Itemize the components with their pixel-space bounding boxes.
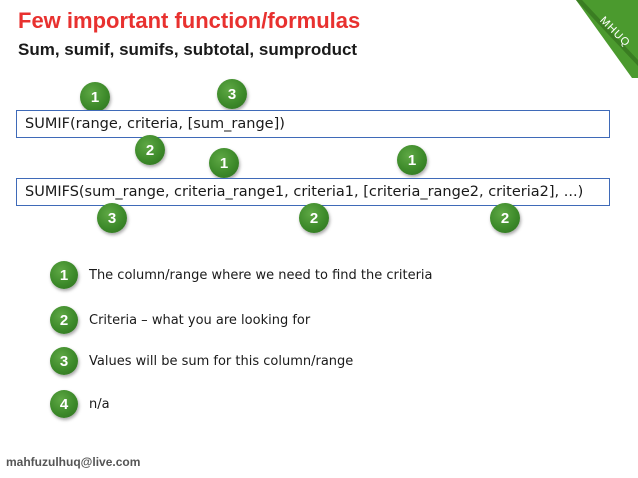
legend-badge: 4 — [50, 390, 78, 418]
sumif-formula-box: SUMIF(range, criteria, [sum_range]) — [16, 110, 610, 138]
page-title: Few important function/formulas — [18, 8, 361, 33]
sumifs-formula-text: SUMIFS(sum_range, criteria_range1, crite… — [25, 184, 584, 200]
legend-text: The column/range where we need to find t… — [89, 267, 433, 283]
legend-item: 3 Values will be sum for this column/ran… — [50, 347, 353, 375]
legend-item: 1 The column/range where we need to find… — [50, 261, 433, 289]
sumif-badge-sum-range: 3 — [217, 79, 247, 109]
legend-text: n/a — [89, 396, 110, 412]
footer-email: mahfuzulhuq@live.com — [6, 455, 141, 469]
legend-badge: 3 — [50, 347, 78, 375]
sumifs-formula-box: SUMIFS(sum_range, criteria_range1, crite… — [16, 178, 610, 206]
sumifs-badge-criteria-range2: 1 — [397, 145, 427, 175]
sumif-formula-text: SUMIF(range, criteria, [sum_range]) — [25, 116, 285, 132]
page-subtitle: Sum, sumif, sumifs, subtotal, sumproduct — [18, 40, 358, 59]
legend-item: 2 Criteria – what you are looking for — [50, 306, 310, 334]
sumif-badge-criteria: 2 — [135, 135, 165, 165]
legend-badge: 1 — [50, 261, 78, 289]
legend-text: Values will be sum for this column/range — [89, 353, 354, 369]
corner-ribbon: MHUQ — [568, 0, 638, 78]
sumifs-badge-criteria1: 2 — [299, 203, 329, 233]
sumif-badge-range: 1 — [80, 82, 110, 112]
legend-text: Criteria – what you are looking for — [89, 312, 311, 328]
corner-ribbon-shape — [576, 0, 638, 78]
sumifs-badge-criteria-range1: 1 — [209, 148, 239, 178]
sumifs-badge-criteria2: 2 — [490, 203, 520, 233]
sumifs-badge-sum-range: 3 — [97, 203, 127, 233]
legend-badge: 2 — [50, 306, 78, 334]
legend-item: 4 n/a — [50, 390, 110, 418]
